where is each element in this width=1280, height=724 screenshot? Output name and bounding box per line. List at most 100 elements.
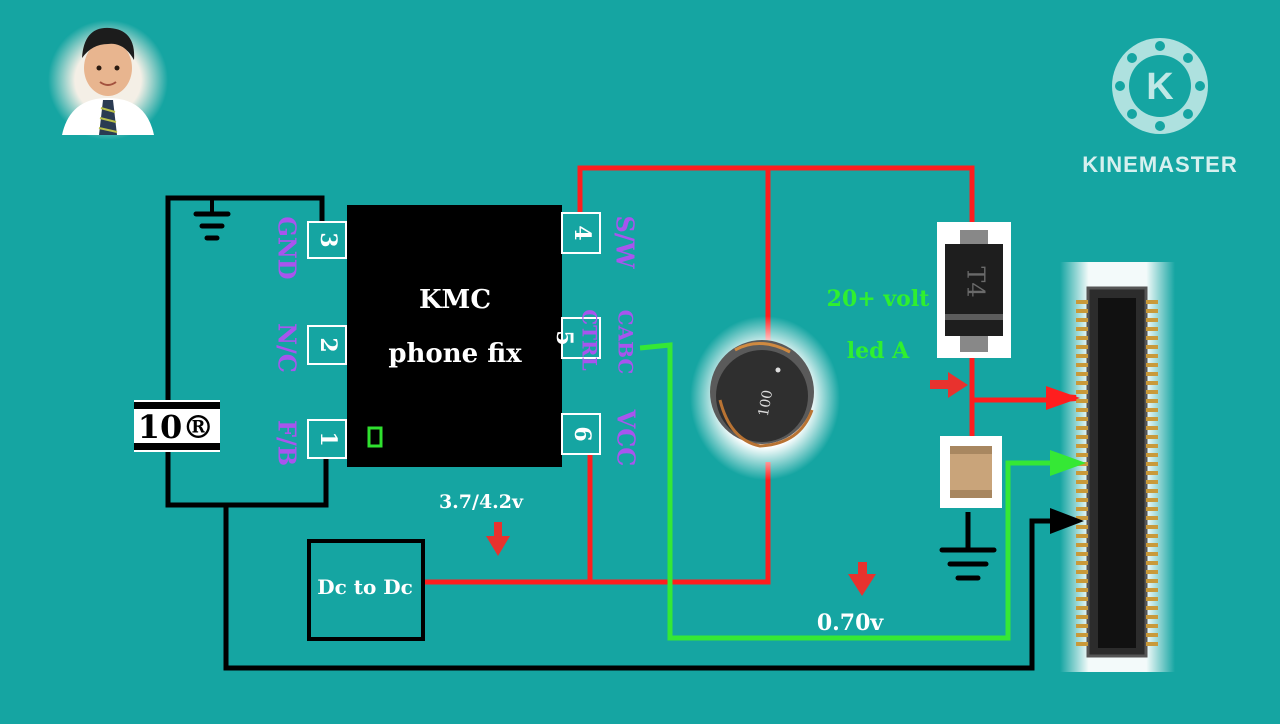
- pin-6-number: 6: [569, 426, 595, 441]
- pin1-marker: [367, 426, 383, 448]
- pin-3: 3: [307, 221, 347, 259]
- connector-pin: [1146, 534, 1158, 538]
- connector-pin: [1076, 309, 1088, 313]
- connector-pin: [1076, 453, 1088, 457]
- connector-pin: [1146, 606, 1158, 610]
- capacitor: [940, 436, 1002, 508]
- kinemaster-logo: K KINEMASTER: [1082, 38, 1237, 177]
- ground-wires: [165, 195, 1070, 671]
- connector-pin: [1076, 615, 1088, 619]
- inductor-marking: 100: [756, 389, 776, 418]
- connector-pin: [1146, 390, 1158, 394]
- connector-pin: [1146, 516, 1158, 520]
- ground-symbol: [939, 547, 997, 581]
- power-wires: [424, 165, 1050, 585]
- connector-pin: [1146, 372, 1158, 376]
- arrow-right-icon: [1046, 386, 1080, 410]
- connector-pin: [1146, 597, 1158, 601]
- connector-pin: [1076, 300, 1088, 304]
- display-connector: [1060, 262, 1175, 672]
- led-a-label: led A: [847, 338, 910, 364]
- ground-symbol: [193, 198, 231, 241]
- ic-title-line2: phone fix: [388, 339, 522, 369]
- arrow-right-icon: [1050, 450, 1086, 476]
- connector-pin: [1146, 417, 1158, 421]
- connector-pin: [1076, 363, 1088, 367]
- connector-pin: [1076, 444, 1088, 448]
- connector-pin: [1146, 381, 1158, 385]
- led-voltage-label: 20+ volt: [827, 286, 931, 312]
- connector-pin: [1146, 633, 1158, 637]
- connector-pin: [1076, 525, 1088, 529]
- pin-4-number: 4: [569, 225, 595, 240]
- pin-1-number: 1: [315, 431, 341, 446]
- connector-pin: [1146, 624, 1158, 628]
- connector-pin: [1146, 435, 1158, 439]
- pin-3-label: GND: [273, 216, 302, 279]
- connector-pin: [1146, 543, 1158, 547]
- ic-title-line1: KMC: [419, 285, 491, 315]
- dc-to-dc-label: Dc to Dc: [317, 575, 413, 599]
- connector-pin: [1076, 579, 1088, 583]
- diode-marking: T4: [962, 266, 990, 297]
- arrow-right-icon: [930, 372, 968, 398]
- connector-pin: [1146, 489, 1158, 493]
- pin-6: 6: [561, 413, 601, 455]
- connector-pin: [1076, 345, 1088, 349]
- pin-4: 4: [561, 212, 601, 254]
- connector-pin: [1146, 588, 1158, 592]
- connector-pin: [1146, 363, 1158, 367]
- connector-pin: [1076, 372, 1088, 376]
- diode: T4: [937, 222, 1011, 358]
- connector-pin: [1076, 480, 1088, 484]
- connector-pin: [1076, 426, 1088, 430]
- connector-pin: [1146, 579, 1158, 583]
- pin-5-cabc-label: CABC: [614, 310, 638, 375]
- connector-pin: [1146, 309, 1158, 313]
- connector-pin: [1146, 354, 1158, 358]
- arrow-down-icon: [848, 562, 876, 596]
- dc-to-dc-box: Dc to Dc: [307, 539, 425, 641]
- connector-pin: [1076, 327, 1088, 331]
- battery-voltage-label: 3.7/4.2v: [439, 491, 524, 513]
- connector-pin: [1146, 525, 1158, 529]
- pin-5: 5: [551, 317, 601, 359]
- connector-pin: [1076, 543, 1088, 547]
- connector-pin: [1076, 390, 1088, 394]
- pin-2-label: N/C: [273, 323, 302, 373]
- connector-pin: [1076, 606, 1088, 610]
- connector-pin: [1146, 336, 1158, 340]
- pin-5-label: CTRL: [578, 309, 602, 370]
- pin-5-number: 5: [551, 330, 577, 345]
- connector-pin: [1146, 498, 1158, 502]
- connector-pin: [1076, 624, 1088, 628]
- pin-2-number: 2: [315, 337, 341, 352]
- connector-pin: [1076, 471, 1088, 475]
- connector-pin: [1146, 444, 1158, 448]
- connector-pin: [1076, 399, 1088, 403]
- avatar-photo: [48, 20, 168, 140]
- connector-pin: [1146, 480, 1158, 484]
- connector-pin: [1146, 615, 1158, 619]
- connector-pin: [1146, 561, 1158, 565]
- connector-pin: [1146, 426, 1158, 430]
- connector-pin: [1076, 597, 1088, 601]
- connector-pin: [1076, 534, 1088, 538]
- connector-pin: [1076, 498, 1088, 502]
- ic-chip: KMC phone fix: [347, 205, 562, 467]
- kinemaster-logo-letter: K: [1146, 66, 1174, 108]
- connector-pin: [1076, 336, 1088, 340]
- connector-pin: [1146, 471, 1158, 475]
- connector-pin: [1146, 345, 1158, 349]
- connector-pin: [1076, 507, 1088, 511]
- connector-pin: [1146, 507, 1158, 511]
- connector-pin: [1146, 327, 1158, 331]
- connector-pin: [1076, 552, 1088, 556]
- connector-pin: [1076, 570, 1088, 574]
- connector-pin: [1076, 516, 1088, 520]
- connector-pin: [1146, 399, 1158, 403]
- connector-pin: [1076, 561, 1088, 565]
- connector-pin: [1146, 408, 1158, 412]
